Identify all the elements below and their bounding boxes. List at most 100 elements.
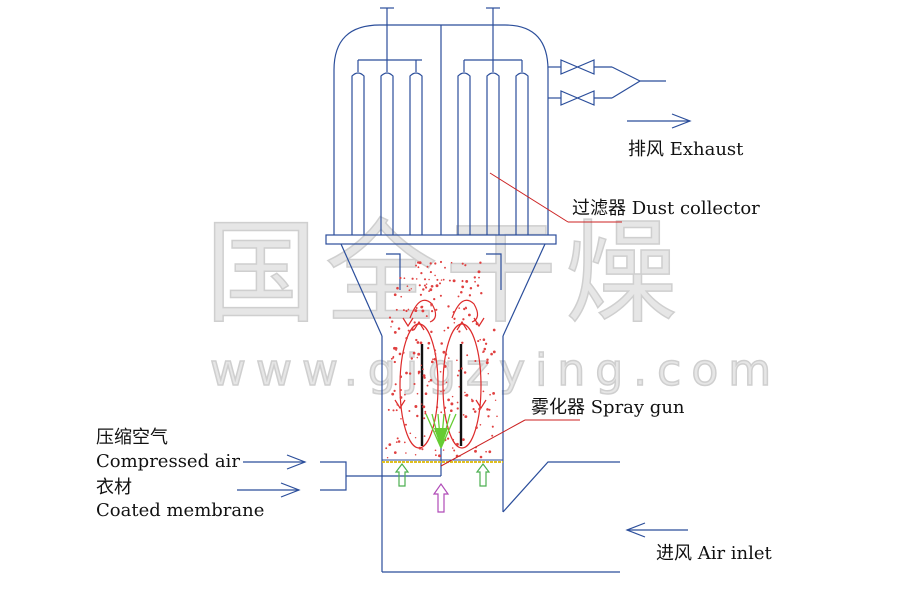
particle	[420, 272, 423, 275]
particle	[496, 415, 498, 418]
particle	[434, 274, 436, 277]
particle	[388, 443, 392, 446]
dust-collector	[325, 7, 666, 245]
particle	[414, 405, 418, 408]
particle	[417, 352, 421, 356]
particle	[415, 278, 418, 280]
particle	[434, 449, 437, 452]
input-arrows	[237, 454, 688, 538]
coated-membrane-label-cn: 衣材	[96, 477, 132, 498]
particle	[423, 284, 426, 287]
particle	[414, 454, 417, 456]
particle	[479, 338, 481, 341]
particle	[453, 449, 456, 452]
particle	[482, 351, 484, 353]
particle	[417, 266, 420, 269]
particle	[476, 284, 480, 287]
particle	[439, 294, 442, 297]
particle	[492, 392, 495, 395]
particle	[405, 336, 408, 340]
particle	[451, 447, 454, 449]
particle	[439, 260, 443, 264]
particle	[450, 402, 454, 406]
particle	[468, 294, 472, 297]
particle	[458, 385, 461, 388]
particle	[418, 261, 422, 265]
particle	[403, 277, 406, 280]
particle	[450, 261, 453, 264]
flow-arrowhead	[413, 320, 425, 331]
particle	[388, 316, 392, 319]
watermark: 国全干燥 www.gjgzying.com	[204, 208, 772, 397]
particle	[484, 342, 488, 345]
particle	[443, 389, 445, 392]
particle	[423, 376, 426, 379]
particle	[425, 286, 428, 289]
particle	[424, 412, 427, 415]
particle	[488, 450, 492, 454]
arrowhead	[286, 454, 307, 470]
valve-lower	[560, 90, 595, 106]
particle	[427, 346, 430, 350]
particle	[422, 288, 425, 291]
partition-stub-right	[486, 253, 502, 290]
particle	[451, 395, 454, 398]
flow-arrowhead	[473, 317, 485, 328]
particle	[464, 415, 468, 418]
particle	[478, 276, 480, 279]
particle	[411, 328, 414, 331]
flow-arrowhead	[402, 317, 414, 328]
particle	[456, 401, 459, 404]
particle	[428, 278, 430, 281]
particle	[393, 360, 396, 364]
particle	[442, 449, 445, 451]
particle	[489, 393, 491, 396]
particle	[399, 375, 403, 378]
chamber-wall-right-cone	[502, 243, 546, 337]
particle	[434, 262, 437, 265]
particle	[421, 309, 425, 313]
filter-bag	[351, 72, 365, 235]
particle	[479, 455, 483, 459]
particle	[426, 265, 429, 268]
particle	[440, 279, 443, 281]
particle	[429, 262, 432, 265]
particle	[417, 370, 421, 374]
green-air-arrow-right	[475, 463, 491, 487]
particle	[477, 340, 480, 343]
particle	[434, 358, 437, 361]
particle	[474, 359, 477, 363]
particle	[452, 438, 455, 441]
particle	[425, 283, 428, 285]
particle	[410, 288, 412, 290]
arrowhead	[625, 522, 646, 538]
coated-membrane-label-en: Coated membrane	[96, 500, 264, 521]
particle	[472, 408, 475, 411]
particle	[405, 452, 407, 454]
particle	[445, 381, 448, 384]
particle	[393, 389, 396, 392]
particle	[398, 352, 402, 356]
exhaust-label: 排风 Exhaust	[628, 139, 744, 160]
particle	[453, 317, 456, 320]
particle	[391, 392, 395, 396]
particle	[486, 408, 489, 411]
coating-particles	[385, 260, 498, 459]
particle	[396, 286, 399, 290]
particle	[429, 288, 433, 292]
particle	[423, 417, 426, 420]
dust-collector-label: 过滤器 Dust collector	[572, 198, 760, 219]
particle	[412, 351, 416, 355]
particle	[416, 356, 419, 359]
particle	[443, 364, 447, 368]
particle	[452, 279, 456, 283]
particle	[408, 410, 411, 412]
particle	[421, 403, 423, 405]
particle	[430, 309, 434, 313]
particle	[400, 418, 402, 420]
particle	[462, 414, 465, 416]
particle	[400, 389, 403, 391]
particle	[460, 367, 463, 370]
particle	[464, 264, 467, 266]
